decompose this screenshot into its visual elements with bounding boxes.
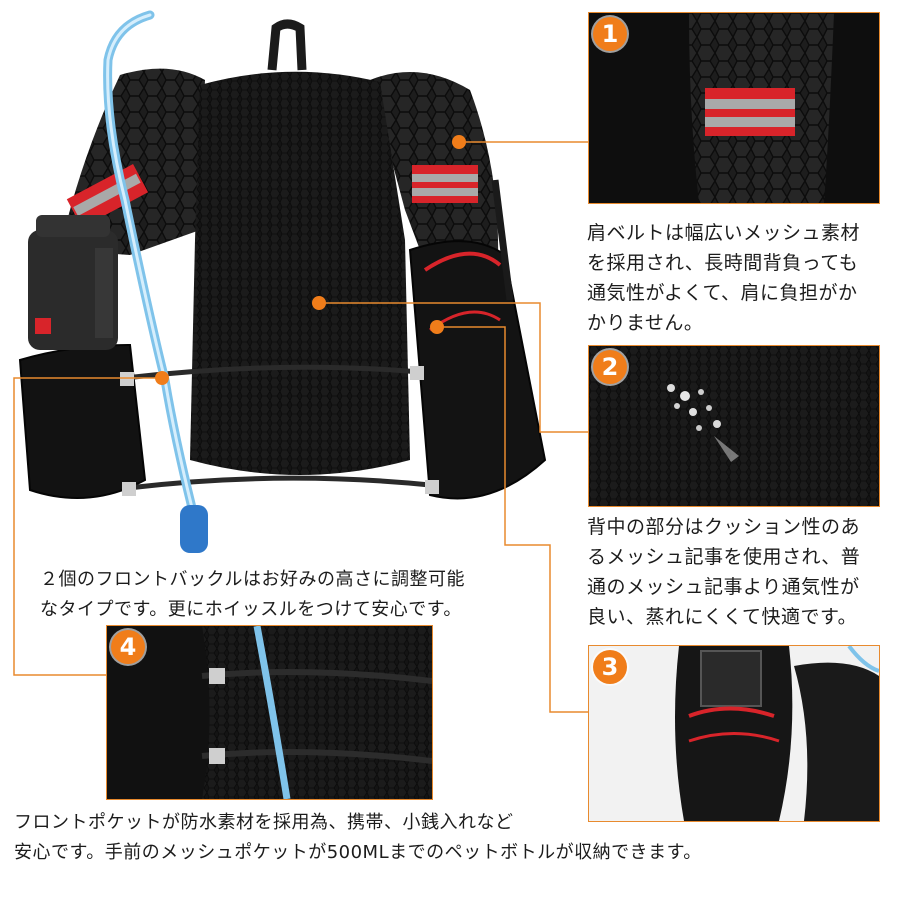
- hydration-vest-photo: [18, 10, 547, 553]
- detail-photo-back-mesh: 2: [588, 345, 880, 507]
- callout-dot-2: [312, 296, 326, 310]
- callout-text-4: ２個のフロントバックルはお好みの高さに調整可能 なタイプです。更にホイッスルをつ…: [40, 565, 540, 625]
- callout-text-3: フロントポケットが防水素材を採用為、携帯、小銭入れなど 安心です。手前のメッシュ…: [14, 812, 702, 863]
- callout-dot-1: [452, 135, 466, 149]
- callout-dot-4: [155, 371, 169, 385]
- callout-text-2: 背中の部分はクッション性のあ るメッシュ記事を使用され、普 通のメッシュ記事より…: [587, 516, 861, 628]
- mesh-water-drops-closeup: [589, 346, 879, 506]
- detail-photo-front-pocket: 3: [588, 645, 880, 822]
- shoulder-strap-closeup: [589, 13, 879, 203]
- callout-badge-1: 1: [593, 17, 627, 51]
- callout-badge-2: 2: [593, 350, 627, 384]
- detail-photo-front-buckles: 4: [106, 625, 433, 800]
- callout-badge-4: 4: [111, 630, 145, 664]
- front-pocket-closeup: [589, 646, 879, 821]
- callout-dot-3: [430, 320, 444, 334]
- callout-badge-3: 3: [593, 650, 627, 684]
- detail-photo-shoulder-strap: 1: [588, 12, 880, 204]
- buckle-closeup: [107, 626, 432, 799]
- callout-text-1: 肩ベルトは幅広いメッシュ素材 を採用され、長時間背負っても 通気性がよくて、肩に…: [587, 222, 861, 334]
